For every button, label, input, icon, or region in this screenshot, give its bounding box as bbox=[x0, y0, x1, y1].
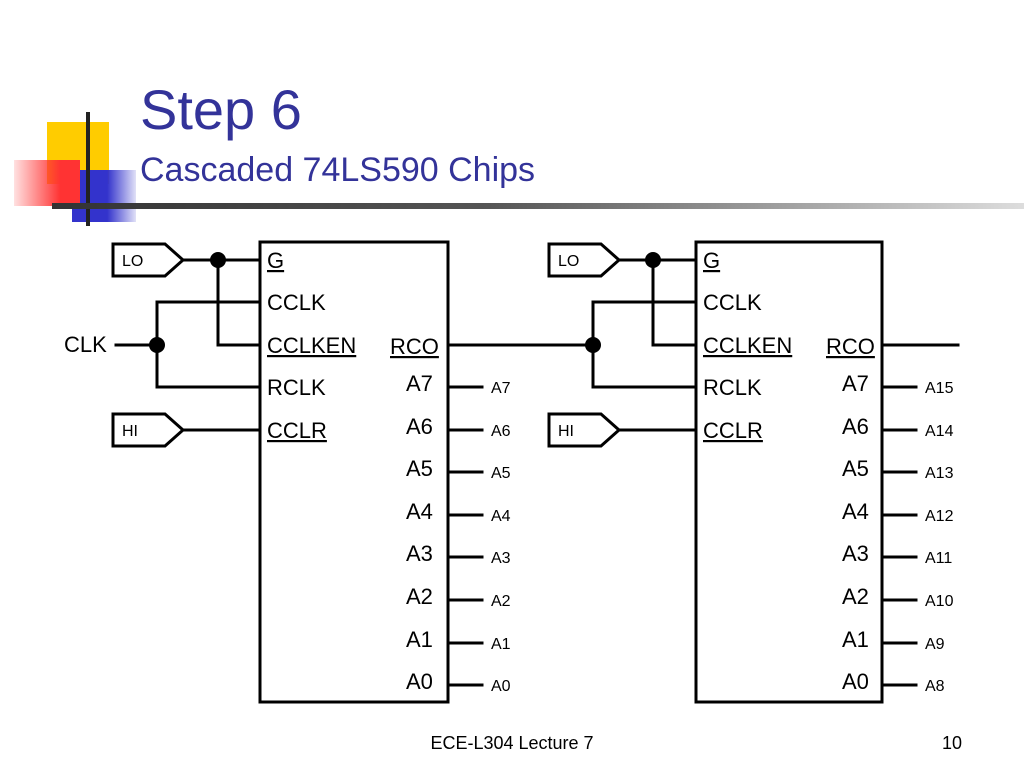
chip1-signal-a0: A0 bbox=[491, 678, 511, 695]
chip2-pin-a3: A3 bbox=[842, 541, 869, 566]
title-underline bbox=[52, 203, 1024, 209]
chip2-signal-a13: A13 bbox=[925, 465, 954, 482]
chip1-pin-a3: A3 bbox=[406, 541, 433, 566]
chip2-pin-a5: A5 bbox=[842, 456, 869, 481]
chip1-pin-a4: A4 bbox=[406, 499, 433, 524]
chip1-hi-tag bbox=[111, 412, 186, 448]
chip1-pin-rco: RCO bbox=[390, 334, 439, 359]
chip2-pin-rco: RCO bbox=[826, 334, 875, 359]
chip2-signal-a15: A15 bbox=[925, 380, 954, 397]
chip1-signal-a7: A7 bbox=[491, 380, 511, 397]
chip1-pin-a6: A6 bbox=[406, 414, 433, 439]
footer-text: ECE-L304 Lecture 7 bbox=[430, 733, 594, 753]
chip1-signal-a4: A4 bbox=[491, 508, 511, 525]
chip1-pin-a2: A2 bbox=[406, 584, 433, 609]
chip2-signal-a9: A9 bbox=[925, 636, 945, 653]
chip2-hi-tag-label: HI bbox=[558, 423, 574, 440]
chip2-signal-a14: A14 bbox=[925, 423, 954, 440]
chip1-clock-bus bbox=[155, 300, 260, 389]
chip2-pin-a4: A4 bbox=[842, 499, 869, 524]
slide-subtitle: Cascaded 74LS590 Chips bbox=[140, 151, 536, 189]
chip2-pin-g: G bbox=[703, 248, 720, 273]
chip1-pin-a1: A1 bbox=[406, 627, 433, 652]
chip1-pin-a5: A5 bbox=[406, 456, 433, 481]
chip2-body bbox=[694, 240, 884, 704]
chip2-pin-a1: A1 bbox=[842, 627, 869, 652]
chip1-pin-cclr: CCLR bbox=[267, 418, 327, 443]
chip2-signal-a12: A12 bbox=[925, 508, 954, 525]
chip1-pin-rclk: RCLK bbox=[267, 375, 326, 400]
chip1-signal-a6: A6 bbox=[491, 423, 511, 440]
chip2-signal-a10: A10 bbox=[925, 593, 954, 610]
chip2-signal-a8: A8 bbox=[925, 678, 945, 695]
chip1-lo-tag-label: LO bbox=[122, 253, 143, 270]
chip2-pin-a0: A0 bbox=[842, 669, 869, 694]
clk-label: CLK bbox=[64, 332, 107, 357]
chip1-body bbox=[258, 240, 450, 704]
chip2-lo-tag bbox=[547, 242, 622, 278]
page-number: 10 bbox=[941, 733, 962, 753]
chip1-pin-g: G bbox=[267, 248, 284, 273]
chip1-lo-tag bbox=[111, 242, 186, 278]
chip1-signal-a2: A2 bbox=[491, 593, 511, 610]
chip1-hi-tag-label: HI bbox=[122, 423, 138, 440]
chip2-pin-a7: A7 bbox=[842, 371, 869, 396]
chip1-pin-cclk: CCLK bbox=[267, 290, 326, 315]
deco-red-square bbox=[14, 160, 80, 206]
chip2-signal-a11: A11 bbox=[925, 550, 952, 567]
chip2-pin-cclk: CCLK bbox=[703, 290, 762, 315]
chip2-pin-a6: A6 bbox=[842, 414, 869, 439]
chip2-clock-bus bbox=[591, 300, 696, 389]
deco-vertical-line bbox=[86, 112, 90, 226]
chip2-pin-a2: A2 bbox=[842, 584, 869, 609]
chip2-hi-tag bbox=[547, 412, 622, 448]
slide-title: Step 6 bbox=[140, 78, 302, 141]
chip2-pin-cclr: CCLR bbox=[703, 418, 763, 443]
chip1-pin-a0: A0 bbox=[406, 669, 433, 694]
chip1-signal-a5: A5 bbox=[491, 465, 511, 482]
chip1-signal-a3: A3 bbox=[491, 550, 511, 567]
chip1-pin-cclken: CCLKEN bbox=[267, 333, 356, 358]
chip2-lo-tag-label: LO bbox=[558, 253, 579, 270]
chip1-pin-a7: A7 bbox=[406, 371, 433, 396]
deco-blue-square bbox=[72, 170, 136, 222]
chip2-pin-rclk: RCLK bbox=[703, 375, 762, 400]
chip1-signal-a1: A1 bbox=[491, 636, 511, 653]
chip2-pin-cclken: CCLKEN bbox=[703, 333, 792, 358]
